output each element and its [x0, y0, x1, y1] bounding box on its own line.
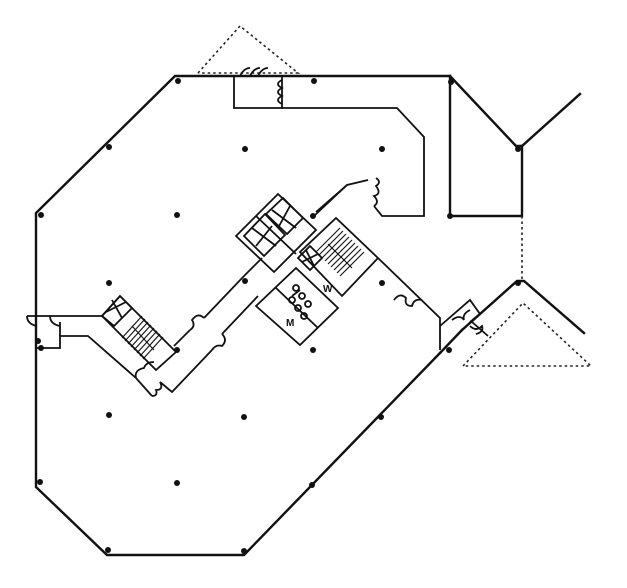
main-corridor [134, 257, 263, 397]
column [174, 347, 180, 353]
column [37, 479, 43, 485]
column [242, 146, 248, 152]
column [174, 212, 180, 218]
core-corridor-upper [282, 107, 425, 217]
column [242, 278, 248, 284]
column [446, 347, 452, 353]
elevator-bank [234, 192, 318, 274]
mens-restroom-label: M [286, 318, 294, 329]
column [379, 146, 385, 152]
column [515, 280, 521, 286]
center-core [296, 216, 380, 298]
column [106, 412, 112, 418]
column [38, 345, 44, 351]
top-vestibule [233, 67, 285, 109]
upper-connector [315, 184, 348, 213]
column [309, 482, 315, 488]
column [448, 79, 454, 85]
column [311, 78, 317, 84]
restrooms: M W [254, 266, 340, 347]
exterior-walls [34, 74, 586, 557]
column [106, 280, 112, 286]
column [378, 414, 384, 420]
column [175, 78, 181, 84]
column [38, 212, 44, 218]
right-vestibule [377, 257, 489, 350]
stair-center [315, 227, 365, 277]
column [310, 347, 316, 353]
column [310, 213, 316, 219]
womens-restroom-label: W [323, 284, 333, 295]
left-entry [26, 315, 137, 379]
entrance-canopy-right [462, 301, 594, 367]
column [241, 414, 247, 420]
column [447, 213, 453, 219]
column [241, 548, 247, 554]
column [106, 144, 112, 150]
column [174, 480, 180, 486]
column [515, 146, 521, 152]
column [35, 338, 41, 344]
column [379, 280, 385, 286]
structural-columns [35, 78, 521, 554]
entrance-canopy-top [197, 24, 301, 74]
column [105, 547, 111, 553]
